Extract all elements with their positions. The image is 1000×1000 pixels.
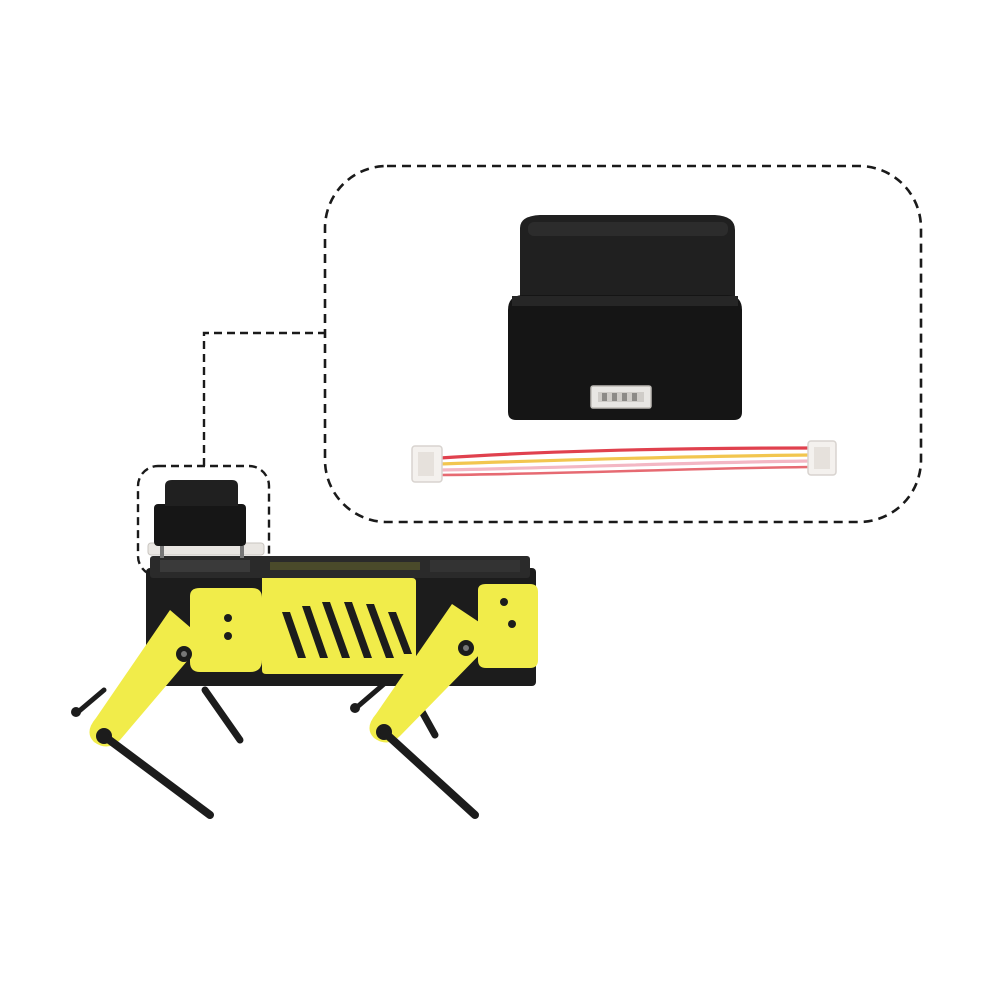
port-pin: [622, 393, 627, 401]
cable-wire-red-2: [439, 465, 813, 477]
lidar-base: [508, 295, 742, 420]
lidar-sensor-enlarged: [508, 215, 742, 420]
joint: [350, 703, 360, 713]
shoulder-front: [190, 588, 262, 672]
board-component: [160, 560, 250, 572]
leg-front-upper: [89, 610, 205, 747]
board-header: [270, 562, 420, 570]
vent-slots: [282, 602, 412, 658]
screw: [500, 598, 508, 606]
leg-rear-link: [353, 681, 387, 711]
joint: [71, 707, 81, 717]
lidar-cylinder-highlight: [528, 222, 728, 236]
cable-wire-pink: [439, 459, 813, 472]
board-component: [430, 560, 520, 572]
lidar-mounted-cylinder: [165, 480, 238, 506]
port-pin: [612, 393, 617, 401]
port-pin: [632, 393, 637, 401]
screw: [508, 620, 516, 628]
mounted-lidar-dashed-box: [136, 464, 271, 578]
body-center-panel: [262, 578, 416, 674]
leg-rear-lower: [380, 728, 479, 819]
leg-front-lower: [100, 732, 214, 819]
callout-leader-line: [202, 331, 325, 466]
callout-dashed-box: [323, 164, 923, 524]
standoff: [240, 546, 244, 558]
lidar-mounted: [147, 480, 265, 558]
port-pin: [602, 393, 607, 401]
port-slot: [598, 392, 644, 402]
screw: [224, 614, 232, 622]
lidar-mounted-base: [154, 504, 246, 546]
shoulder-rear: [478, 584, 538, 668]
standoff: [160, 546, 164, 558]
robot-dog: [71, 480, 538, 819]
cable-wire-red: [439, 446, 813, 460]
leg-back-left-lower: [201, 686, 244, 744]
connector-face: [814, 447, 830, 469]
screw: [224, 632, 232, 640]
cable-wire-yellow: [439, 453, 813, 466]
leg-front-link: [75, 687, 107, 715]
joint-center: [463, 645, 469, 651]
lidar-cable: [411, 440, 837, 483]
connector-face: [418, 452, 434, 476]
lidar-base-shadow: [512, 296, 738, 306]
joint-center: [181, 651, 187, 657]
leg-rear-upper: [369, 604, 492, 743]
